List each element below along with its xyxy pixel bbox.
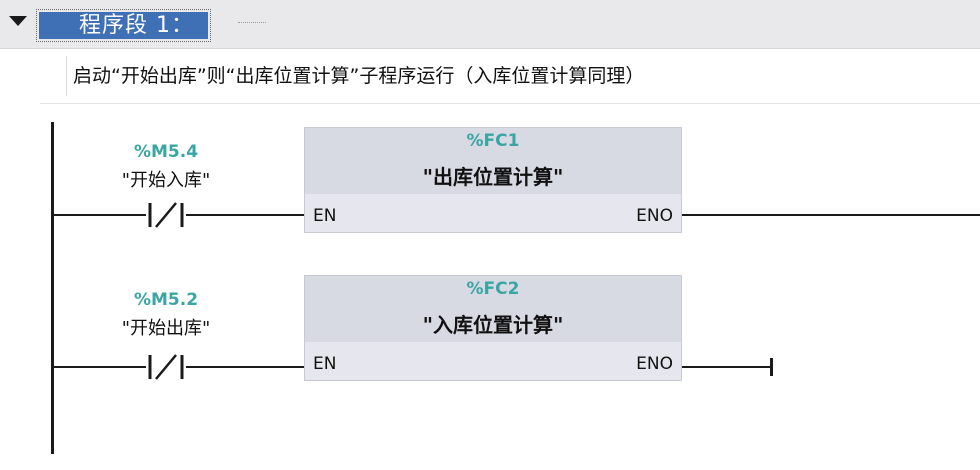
fc2-eno-pin: ENO (636, 354, 673, 374)
fc1-eno-pin: ENO (636, 206, 673, 226)
fc2-block-name: "入库位置计算" (422, 313, 564, 337)
network-header: 程序段 1： (0, 0, 980, 49)
fc1-en-pin: EN (313, 206, 337, 226)
fc2-block-address: %FC2 (466, 279, 520, 299)
separator (40, 103, 980, 104)
left-power-rail (51, 122, 54, 454)
network-title[interactable]: 程序段 1： (36, 9, 211, 42)
fc2-block[interactable]: %FC2 "入库位置计算" EN ENO (304, 275, 682, 381)
rung-1-wire-mid (186, 214, 304, 216)
rung-2-nc-contact-icon[interactable] (144, 354, 188, 380)
rung-2-wire-out (682, 366, 772, 368)
rung-2-contact-tag[interactable]: "开始出库" (121, 318, 211, 339)
collapse-arrow-icon[interactable] (9, 16, 27, 26)
network-comment[interactable]: 启动“开始出库”则“出库位置计算”子程序运行（入库位置计算同理） (66, 56, 980, 96)
rung-1-wire-out (682, 214, 980, 216)
rung-2-contact-address[interactable]: %M5.2 (133, 290, 199, 310)
fc1-block-name: "出库位置计算" (422, 165, 564, 189)
rung-1-contact-address[interactable]: %M5.4 (133, 142, 199, 162)
rung-1-wire-in (54, 214, 146, 216)
title-dots (238, 22, 266, 23)
fc1-block-address: %FC1 (466, 131, 520, 151)
network-title-label[interactable]: 程序段 1： (39, 12, 208, 39)
fc2-en-pin: EN (313, 354, 337, 374)
rung-1-nc-contact-icon[interactable] (144, 202, 188, 228)
rung-1-contact-tag[interactable]: "开始入库" (121, 170, 211, 191)
fc1-block[interactable]: %FC1 "出库位置计算" EN ENO (304, 127, 682, 233)
rung-2-wire-mid (186, 366, 304, 368)
rung-2-open-end[interactable] (770, 358, 773, 376)
rung-2-wire-in (54, 366, 146, 368)
